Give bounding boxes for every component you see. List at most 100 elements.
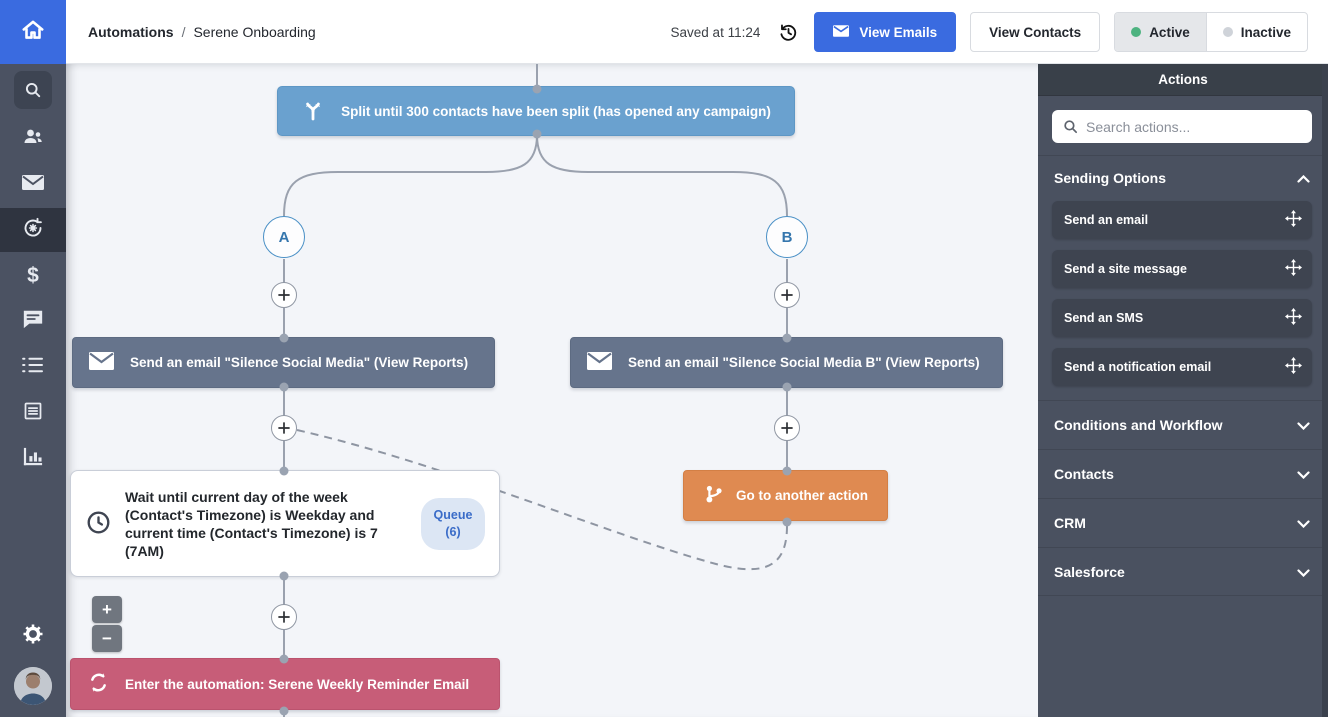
search-icon bbox=[1062, 118, 1079, 140]
move-icon bbox=[1285, 259, 1302, 279]
goto-loop-wire bbox=[296, 429, 788, 571]
automation-icon bbox=[21, 216, 45, 245]
automation-canvas[interactable]: Split until 300 contacts have been split… bbox=[66, 64, 1038, 717]
section-label: Salesforce bbox=[1054, 563, 1125, 580]
add-action-button[interactable] bbox=[774, 282, 800, 308]
history-icon[interactable] bbox=[776, 20, 800, 44]
view-emails-label: View Emails bbox=[859, 24, 938, 40]
search-icon bbox=[14, 71, 52, 109]
saved-status: Saved at 11:24 bbox=[670, 24, 761, 40]
section-crm[interactable]: CRM bbox=[1038, 498, 1328, 547]
view-contacts-button[interactable]: View Contacts bbox=[970, 12, 1101, 52]
section-label: Contacts bbox=[1054, 466, 1114, 482]
sync-icon bbox=[87, 671, 110, 697]
queue-label: Queue bbox=[433, 507, 473, 522]
contacts-icon bbox=[21, 125, 45, 154]
actions-search-wrap bbox=[1038, 96, 1328, 155]
sidebar-item-conversations[interactable] bbox=[0, 298, 66, 344]
active-status-dot bbox=[1131, 27, 1142, 37]
action-item-send-site-message[interactable]: Send a site message bbox=[1052, 250, 1312, 288]
section-contacts[interactable]: Contacts bbox=[1038, 449, 1328, 498]
plus-icon bbox=[781, 422, 793, 434]
node-wait-condition[interactable]: Wait until current day of the week (Cont… bbox=[70, 470, 500, 577]
zoom-in-button[interactable]: + bbox=[92, 596, 122, 623]
home-icon bbox=[20, 17, 46, 48]
branch-b-circle[interactable]: B bbox=[766, 216, 808, 258]
add-action-button[interactable] bbox=[774, 415, 800, 441]
connector-wires bbox=[283, 64, 788, 717]
plus-icon bbox=[781, 289, 793, 301]
node-send-email-b[interactable]: Send an email "Silence Social Media B" (… bbox=[570, 337, 1003, 388]
node-enter-automation[interactable]: Enter the automation: Serene Weekly Remi… bbox=[70, 658, 500, 710]
envelope-icon bbox=[587, 352, 612, 373]
lists-icon bbox=[22, 356, 44, 379]
inactive-label: Inactive bbox=[1240, 24, 1291, 40]
sidebar-item-search[interactable] bbox=[0, 64, 66, 116]
active-inactive-toggle: Active Inactive bbox=[1114, 12, 1308, 52]
main-sidebar: $ bbox=[0, 64, 66, 717]
sidebar-item-lists[interactable] bbox=[0, 344, 66, 390]
conversations-icon bbox=[22, 308, 44, 335]
breadcrumb: Automations / Serene Onboarding bbox=[88, 0, 316, 64]
action-item-send-notification-email[interactable]: Send a notification email bbox=[1052, 348, 1312, 386]
search-actions-input[interactable] bbox=[1052, 110, 1312, 143]
goto-node-label: Go to another action bbox=[735, 488, 868, 503]
inactive-toggle[interactable]: Inactive bbox=[1207, 13, 1307, 51]
section-conditions-and-workflow[interactable]: Conditions and Workflow bbox=[1038, 400, 1328, 449]
chevron-down-icon bbox=[1297, 466, 1310, 482]
sidebar-item-settings[interactable] bbox=[0, 613, 66, 659]
branch-a-label: A bbox=[278, 228, 290, 246]
branch-a-circle[interactable]: A bbox=[263, 216, 305, 258]
envelope-icon bbox=[833, 24, 850, 40]
email-icon bbox=[21, 174, 45, 196]
breadcrumb-separator: / bbox=[181, 24, 186, 40]
sidebar-item-automations[interactable] bbox=[0, 208, 66, 252]
node-split[interactable]: Split until 300 contacts have been split… bbox=[277, 86, 795, 136]
view-contacts-label: View Contacts bbox=[989, 24, 1082, 40]
user-avatar[interactable] bbox=[14, 667, 52, 705]
action-item-label: Send a site message bbox=[1064, 262, 1187, 276]
move-icon bbox=[1285, 308, 1302, 328]
move-icon bbox=[1285, 210, 1302, 230]
home-button[interactable] bbox=[0, 0, 66, 64]
zoom-out-button[interactable]: − bbox=[92, 625, 122, 652]
panel-scrollbar[interactable] bbox=[1322, 64, 1328, 717]
split-node-label: Split until 300 contacts have been split… bbox=[341, 103, 771, 119]
envelope-icon bbox=[89, 352, 114, 373]
action-item-send-sms[interactable]: Send an SMS bbox=[1052, 299, 1312, 337]
action-item-send-email[interactable]: Send an email bbox=[1052, 201, 1312, 239]
inactive-status-dot bbox=[1222, 27, 1233, 37]
node-goto-action[interactable]: Go to another action bbox=[683, 470, 888, 521]
view-emails-button[interactable]: View Emails bbox=[814, 12, 957, 52]
email-a-label: Send an email "Silence Social Media" (Vi… bbox=[130, 355, 469, 370]
chevron-up-icon bbox=[1297, 170, 1310, 186]
actions-panel-title: Actions bbox=[1038, 64, 1328, 96]
chevron-down-icon bbox=[1297, 564, 1310, 580]
clock-icon bbox=[85, 509, 112, 539]
active-label: Active bbox=[1149, 24, 1190, 40]
move-icon bbox=[1285, 357, 1302, 377]
deals-icon: $ bbox=[27, 263, 39, 287]
add-action-button[interactable] bbox=[271, 282, 297, 308]
breadcrumb-automations[interactable]: Automations bbox=[88, 24, 174, 40]
sidebar-item-deals[interactable]: $ bbox=[0, 252, 66, 298]
sidebar-item-forms[interactable] bbox=[0, 390, 66, 436]
add-action-button[interactable] bbox=[271, 415, 297, 441]
queue-count: (6) bbox=[445, 524, 461, 539]
action-item-label: Send a notification email bbox=[1064, 360, 1212, 374]
queue-badge[interactable]: Queue (6) bbox=[421, 497, 485, 550]
top-bar: Automations / Serene Onboarding Saved at… bbox=[0, 0, 1328, 64]
topbar-actions: Saved at 11:24 View Emails View Contacts… bbox=[671, 0, 1308, 64]
section-label: Sending Options bbox=[1054, 169, 1166, 186]
node-send-email-a[interactable]: Send an email "Silence Social Media" (Vi… bbox=[72, 337, 495, 388]
section-sending-options[interactable]: Sending Options bbox=[1038, 155, 1328, 199]
section-salesforce[interactable]: Salesforce bbox=[1038, 547, 1328, 596]
branch-b-label: B bbox=[781, 228, 793, 246]
sidebar-item-campaigns[interactable] bbox=[0, 162, 66, 208]
sidebar-item-reports[interactable] bbox=[0, 436, 66, 482]
add-action-button[interactable] bbox=[271, 604, 297, 630]
forms-icon bbox=[23, 401, 43, 426]
active-toggle[interactable]: Active bbox=[1115, 13, 1207, 51]
sidebar-item-contacts[interactable] bbox=[0, 116, 66, 162]
